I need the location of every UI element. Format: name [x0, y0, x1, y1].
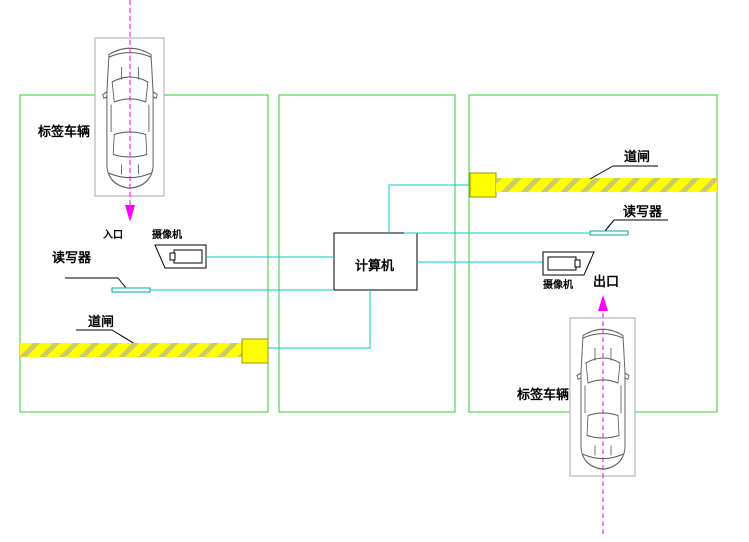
entrance-reader [111, 287, 151, 293]
exit-tag-vehicle-label: 标签车辆 [516, 387, 569, 403]
exit-reader [589, 230, 629, 236]
entrance-barrier-label: 道闸 [88, 314, 114, 330]
exit-barrier-arm [496, 178, 717, 192]
car-icon [576, 328, 630, 470]
camera-icon [542, 251, 595, 276]
entrance-reader-label: 读写器 [52, 250, 92, 266]
exit-reader-label: 读写器 [623, 204, 663, 220]
computer-box [333, 232, 418, 291]
entrance-label: 入口 [103, 229, 123, 241]
computer-label: 计算机 [355, 258, 394, 274]
car-icon [102, 47, 158, 189]
exit-label: 出口 [593, 274, 619, 290]
camera-icon [154, 244, 207, 269]
arrow-up-icon [598, 295, 608, 311]
entrance-tag-vehicle-label: 标签车辆 [37, 124, 90, 140]
exit-barrier-label: 道闸 [624, 149, 650, 165]
arrow-down-icon [125, 205, 135, 222]
entrance-barrier-arm [20, 343, 242, 357]
exit-camera-label: 摄像机 [543, 278, 573, 291]
exit-barrier-gate [469, 172, 497, 198]
control-zone [278, 94, 456, 413]
wire-entrance-barrier [268, 290, 371, 349]
entrance-barrier-gate [241, 338, 269, 364]
wire-exit-barrier [388, 184, 470, 233]
entrance-camera-label: 摄像机 [152, 228, 182, 241]
